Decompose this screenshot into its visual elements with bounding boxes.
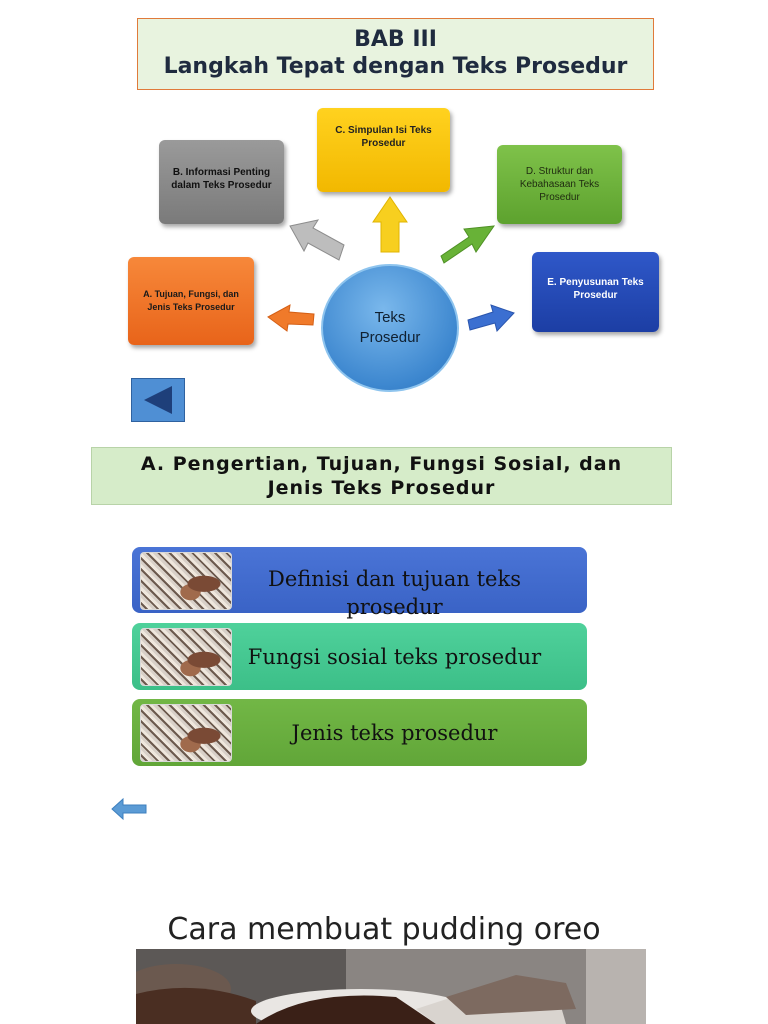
- node-simpulan[interactable]: C. Simpulan Isi Teks Prosedur: [317, 108, 450, 192]
- pudding-photo: [136, 949, 646, 1024]
- triangle-left-icon: [144, 386, 172, 414]
- node-c-label: C. Simpulan Isi Teks Prosedur: [335, 125, 432, 149]
- slide-caption: Cara membuat pudding oreo: [167, 912, 601, 947]
- node-penyusunan[interactable]: E. Penyusunan Teks Prosedur: [532, 252, 659, 332]
- menu-item-label: Definisi dan tujuan teks prosedur: [268, 567, 521, 619]
- batik-thumbnail: [140, 627, 232, 686]
- diagram-arrows: [267, 196, 515, 333]
- batik-thumbnail: [140, 552, 232, 610]
- chapter-number: BAB III: [354, 27, 437, 52]
- arrow-left-icon: [111, 797, 147, 821]
- node-a-label: A. Tujuan, Fungsi, dan Jenis Teks Prosed…: [143, 289, 239, 312]
- chapter-title: Langkah Tepat dengan Teks Prosedur: [163, 54, 628, 79]
- menu-item-definisi[interactable]: Definisi dan tujuan teks prosedur: [132, 547, 587, 619]
- center-line1: Teks: [374, 309, 406, 326]
- back-button[interactable]: [131, 378, 185, 422]
- section-title-line1: A. Pengertian, Tujuan, Fungsi Sosial, da…: [140, 453, 623, 475]
- center-node-teks-prosedur: Teks Prosedur: [321, 264, 459, 392]
- arrow-left-icon: [267, 304, 315, 332]
- arrow-up-left-icon: [289, 219, 345, 261]
- node-b-label: B. Informasi Penting dalam Teks Prosedur: [171, 167, 272, 191]
- menu-item-fungsi[interactable]: Fungsi sosial teks prosedur: [132, 623, 587, 690]
- chapter-title-box: BAB III Langkah Tepat dengan Teks Prosed…: [137, 18, 654, 90]
- menu-item-label: Jenis teks prosedur: [291, 720, 498, 745]
- menu-item-label: Fungsi sosial teks prosedur: [247, 644, 542, 669]
- node-informasi-penting[interactable]: B. Informasi Penting dalam Teks Prosedur: [159, 140, 284, 224]
- node-struktur-kebahasaan[interactable]: D. Struktur dan Kebahasaan Teks Prosedur: [497, 145, 622, 224]
- node-e-label: E. Penyusunan Teks Prosedur: [547, 277, 644, 301]
- node-d-label: D. Struktur dan Kebahasaan Teks Prosedur: [519, 166, 600, 203]
- pudding-photo-drawing: [136, 949, 646, 1024]
- section-header: A. Pengertian, Tujuan, Fungsi Sosial, da…: [91, 447, 672, 505]
- center-line2: Prosedur: [359, 329, 421, 346]
- arrow-right-icon: [467, 304, 515, 333]
- section-title-line2: Jenis Teks Prosedur: [267, 477, 496, 499]
- node-tujuan-fungsi-jenis[interactable]: A. Tujuan, Fungsi, dan Jenis Teks Prosed…: [128, 257, 254, 345]
- menu-item-jenis[interactable]: Jenis teks prosedur: [132, 699, 587, 766]
- batik-thumbnail: [140, 703, 232, 762]
- previous-arrow-button[interactable]: [110, 797, 148, 821]
- arrow-up-right-icon: [440, 225, 496, 264]
- arrow-up-icon: [372, 196, 408, 253]
